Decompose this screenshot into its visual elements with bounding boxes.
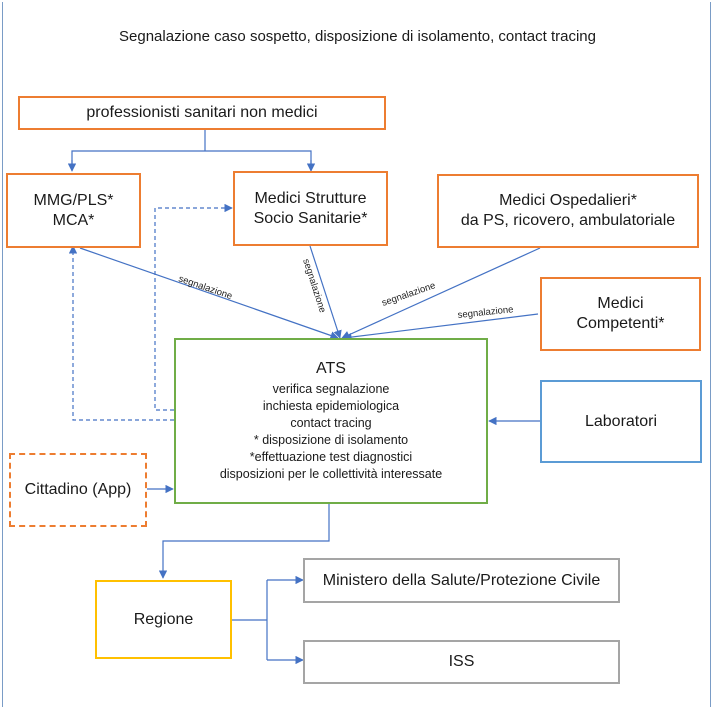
ats-line: verifica segnalazione [272,382,390,397]
node-professionisti-sanitari: professionisti sanitari non medici [18,96,386,130]
node-strutture-line1: Medici Strutture [254,189,367,207]
edge-label-mmg: segnalazione [177,273,234,302]
node-competenti-line2: Competenti* [576,315,665,332]
connector-mmg-ats [79,247,339,340]
node-laboratori: Laboratori [540,380,702,463]
connector-ats-regione [158,504,330,579]
diagram-title: Segnalazione caso sospetto, disposizione… [119,28,596,45]
node-regione: Regione [95,580,232,659]
ats-line: * disposizione di isolamento [253,433,409,447]
ats-line: contact tracing [290,416,372,431]
node-ospedalieri-line1: Medici Ospedalieri* [499,192,637,209]
node-ats: ATS verifica segnalazione inchiesta epid… [174,338,488,504]
edge-label-ospedalieri: segnalazione [380,280,437,309]
node-laboratori-label: Laboratori [584,412,658,430]
connector-ospedalieri-ats [341,247,541,339]
node-professionisti-label: professionisti sanitari non medici [86,104,318,121]
node-cittadino-app: Cittadino (App) [9,453,147,527]
node-ministero-salute: Ministero della Salute/Protezione Civile [303,558,620,603]
node-mmg-line1: MMG/PLS* [33,191,114,209]
connector-regione-split [232,580,268,660]
connector-professionisti-split [71,130,312,170]
ats-line: disposizioni per le collettività interes… [219,466,443,481]
ats-line: *effettuazione test diagnostici [249,449,413,464]
node-medici-competenti: Medici Competenti* [540,277,701,351]
edge-label-strutture: segnalazione [300,258,328,315]
ats-line: inchiesta epidemiologica [262,399,400,414]
node-regione-label: Regione [133,610,194,628]
node-ospedalieri-line2: da PS, ricovero, ambulatoriale [460,212,676,229]
node-iss-label: ISS [448,653,475,670]
node-iss: ISS [303,640,620,684]
node-medici-ospedalieri: Medici Ospedalieri* da PS, ricovero, amb… [437,174,699,248]
dashed-ats-to-mmg [68,245,174,421]
node-mmg-line2: MCA* [52,211,95,229]
node-competenti-line1: Medici [597,295,644,312]
node-strutture-line2: Socio Sanitarie* [253,209,368,227]
node-cittadino-label: Cittadino (App) [24,481,132,498]
connector-competenti-ats [343,313,539,342]
node-ministero-label: Ministero della Salute/Protezione Civile [322,571,601,589]
node-medici-strutture: Medici Strutture Socio Sanitarie* [233,171,388,246]
connector-strutture-ats [309,245,342,339]
node-ats-title: ATS [316,360,346,378]
node-mmg-pls: MMG/PLS* MCA* [6,173,141,248]
dashed-ats-to-strutture [154,203,233,411]
